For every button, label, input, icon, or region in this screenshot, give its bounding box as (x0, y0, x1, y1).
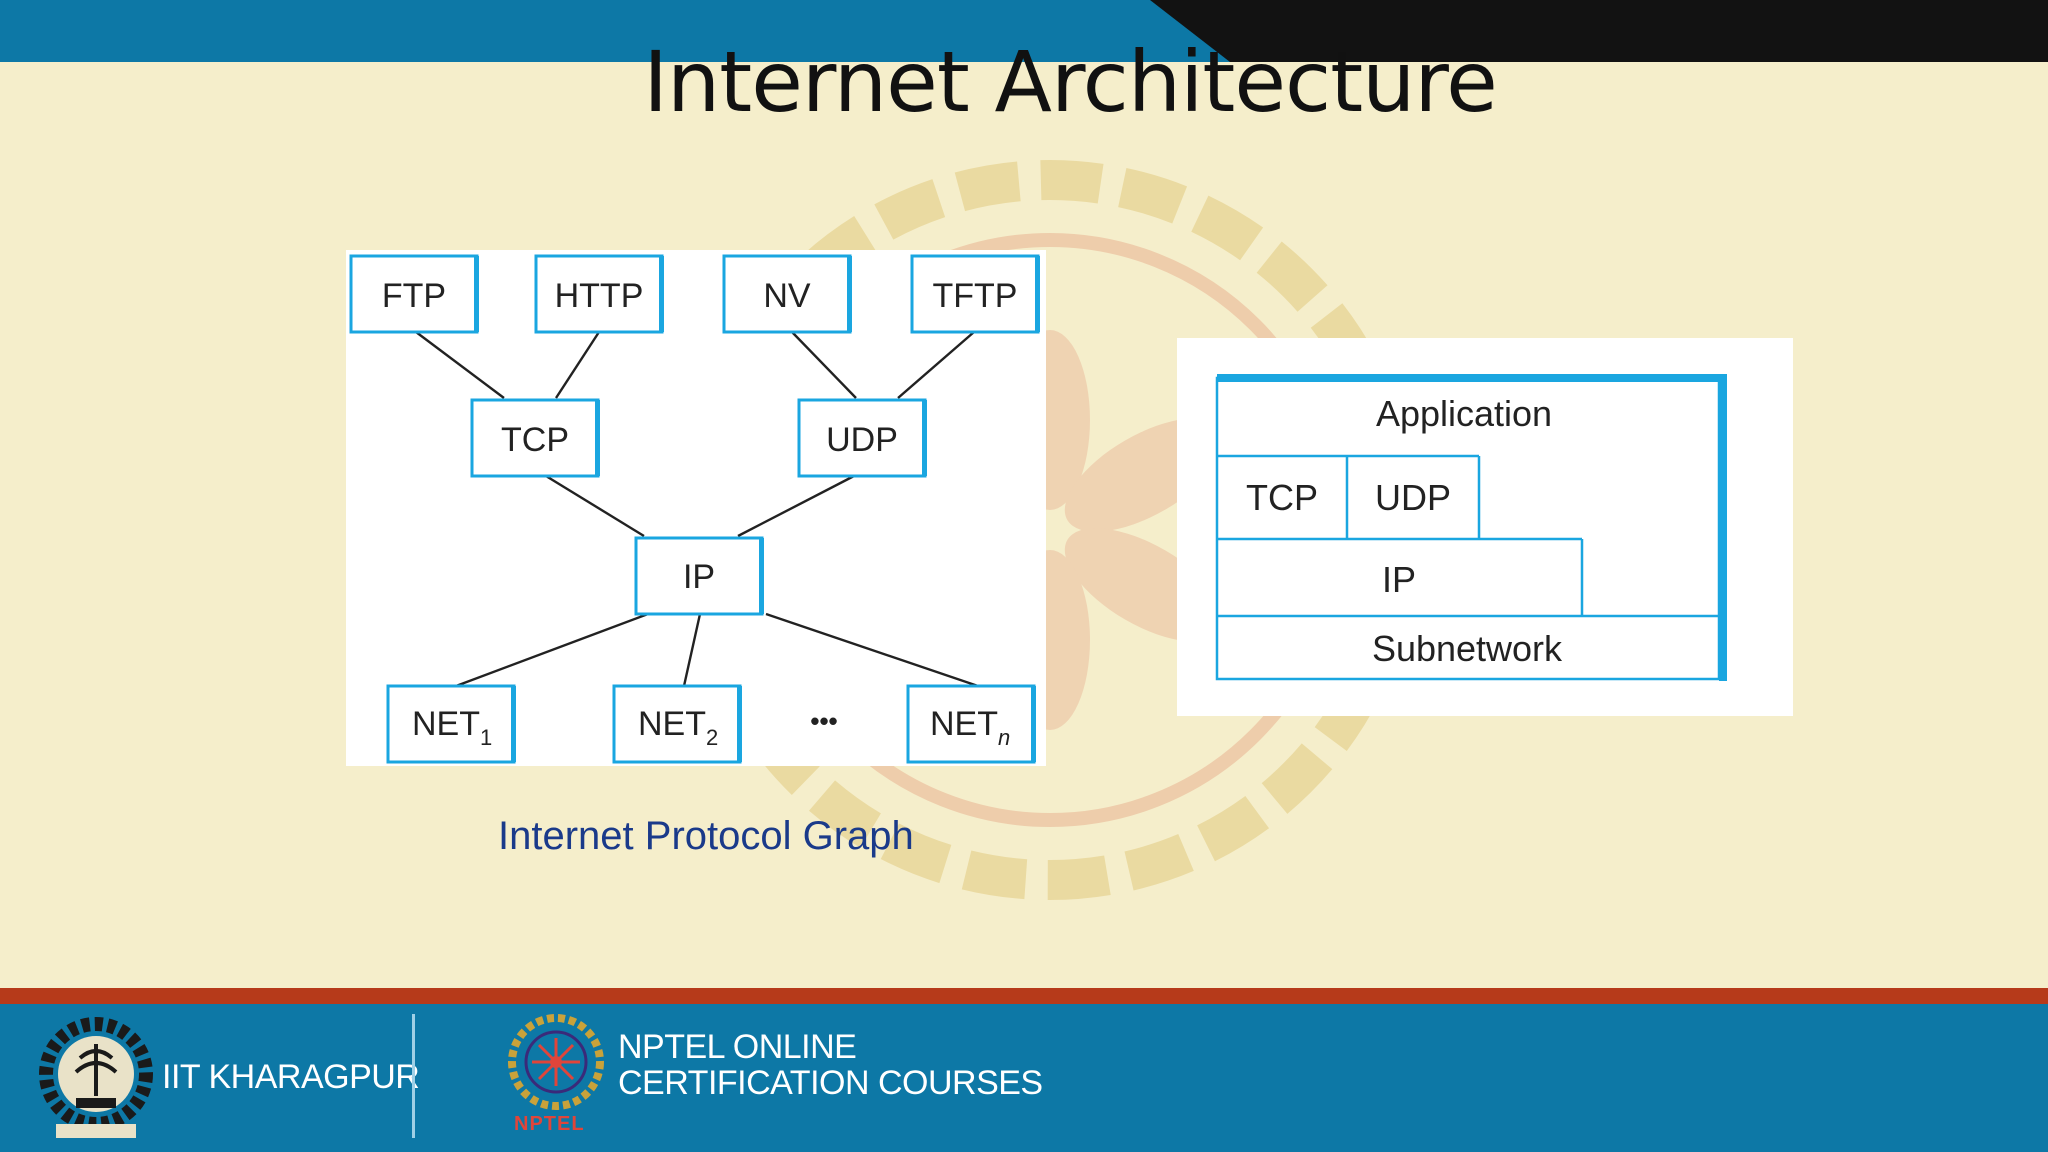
node-label: NV (763, 277, 811, 315)
node-label: FTP (382, 277, 446, 315)
node-label: UDP (826, 421, 898, 459)
edge-tcp-ip (545, 474, 645, 538)
edge-ip-netn (765, 612, 979, 688)
layer-udp: UDP (1375, 477, 1451, 518)
node-tcp: TCP (470, 398, 600, 478)
stack-top-shadow (1217, 374, 1725, 382)
node-udp: UDP (797, 398, 927, 478)
header-bar-dark (1150, 0, 2048, 62)
node-nv: NV (722, 254, 852, 334)
edge-ftp-tcp (415, 331, 505, 399)
node-label: TCP (501, 421, 569, 459)
node-ftp: FTP (349, 254, 479, 334)
stack-right-shadow (1719, 374, 1727, 681)
node-label: HTTP (555, 277, 644, 315)
node-net2: NET2 (612, 684, 742, 764)
layer-stack-panel: Application TCP UDP IP Subnetwork (1177, 338, 1793, 716)
node-label: NET2 (638, 705, 718, 750)
edge-ip-net1 (455, 612, 649, 688)
footer-bar (0, 1004, 2048, 1152)
node-label: NETn (930, 705, 1010, 750)
slide-title: Internet Architecture (643, 33, 1498, 131)
layer-application: Application (1376, 393, 1552, 434)
protocol-graph-diagram: FTP HTTP NV TFTP TCP UDP (349, 254, 1040, 764)
edge-tftp-udp (897, 331, 975, 399)
node-net1: NET1 (386, 684, 516, 764)
node-netn: NETn (906, 684, 1036, 764)
node-label: IP (683, 558, 715, 596)
node-ip: IP (634, 536, 764, 616)
node-label: NET1 (412, 705, 492, 750)
iit-kharagpur-logo (39, 1017, 153, 1138)
institute-name: IIT KHARAGPUR (162, 1058, 420, 1096)
diagram-caption: Internet Protocol Graph (498, 814, 914, 858)
edge-ip-net2 (682, 613, 702, 687)
node-http: HTTP (534, 254, 664, 334)
program-name-line1: NPTEL ONLINE (618, 1028, 857, 1066)
layer-ip: IP (1382, 559, 1416, 600)
edge-nv-udp (791, 331, 857, 399)
footer-divider (412, 1014, 415, 1138)
protocol-graph-panel: FTP HTTP NV TFTP TCP UDP (346, 250, 1046, 766)
nptel-logo-text: NPTEL (514, 1113, 585, 1135)
node-tftp: TFTP (910, 254, 1040, 334)
layer-subnetwork: Subnetwork (1372, 628, 1563, 669)
ellipsis: ••• (810, 706, 837, 736)
edge-udp-ip (737, 474, 855, 538)
footer-stripe (0, 988, 2048, 1004)
graph-edges (415, 331, 979, 688)
node-label: TFTP (933, 277, 1018, 315)
edge-http-tcp (554, 331, 601, 399)
program-name-line2: CERTIFICATION COURSES (618, 1064, 1043, 1102)
nptel-logo (508, 1014, 604, 1110)
layer-tcp: TCP (1246, 477, 1318, 518)
layer-stack-diagram: Application TCP UDP IP Subnetwork (1215, 374, 1727, 681)
